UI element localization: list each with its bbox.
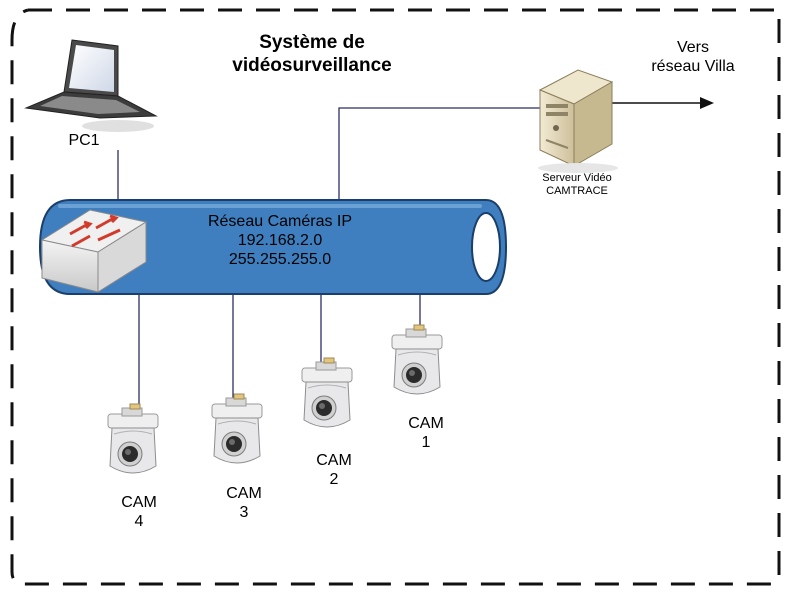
pc-label: PC1	[68, 132, 100, 149]
camera-2-number: 2	[329, 471, 339, 489]
uplink-arrowhead	[700, 97, 714, 109]
uplink-label-line-2: réseau Villa	[651, 58, 735, 76]
camera-4-name: CAM	[121, 494, 157, 511]
uplink-label-line-1: Vers	[676, 39, 709, 56]
camera-1-label: CAM 1	[396, 414, 456, 452]
network-mask: 255.255.255.0	[228, 251, 332, 269]
title-line-1: Système de	[259, 32, 365, 53]
camera-3-icon	[211, 393, 263, 464]
server-icon	[538, 69, 618, 173]
server-link-line	[338, 107, 540, 200]
network-address: 192.168.2.0	[237, 232, 323, 250]
diagram-title: Système de vidéosurveillance	[212, 32, 412, 78]
server-label-line-2: CAMTRACE	[546, 185, 608, 198]
camera-1-icon	[391, 324, 443, 395]
camera-2-name: CAM	[316, 452, 352, 469]
network-info: Réseau Caméras IP 192.168.2.0 255.255.25…	[170, 212, 390, 270]
server-label-line-1: Serveur Vidéo	[542, 172, 612, 184]
camera-4-label: CAM 4	[109, 493, 169, 531]
title-line-2: vidéosurveillance	[232, 54, 392, 76]
server-label: Serveur Vidéo CAMTRACE	[522, 172, 632, 198]
switch-icon	[40, 209, 148, 293]
uplink-label: Vers réseau Villa	[628, 38, 758, 76]
camera-4-icon	[107, 403, 159, 474]
camera-2-icon	[301, 357, 353, 428]
laptop-icon	[24, 39, 158, 132]
camera-3-number: 3	[239, 504, 249, 522]
camera-3-name: CAM	[226, 485, 262, 502]
camera-1-number: 1	[421, 434, 431, 452]
network-bus	[38, 199, 508, 295]
camera-1-name: CAM	[408, 415, 444, 432]
camera-2-label: CAM 2	[304, 451, 364, 489]
camera-4-number: 4	[134, 513, 144, 531]
camera-3-label: CAM 3	[214, 484, 274, 522]
dashed-frame	[10, 8, 781, 586]
network-name: Réseau Caméras IP	[207, 213, 353, 230]
